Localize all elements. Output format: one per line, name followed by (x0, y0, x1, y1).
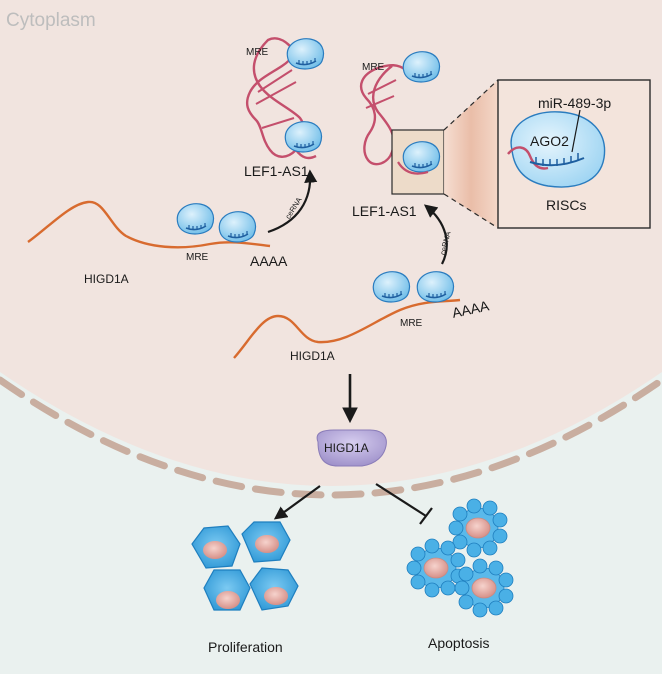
polya-tail: AAAA (451, 297, 492, 321)
risc-complex (402, 50, 441, 83)
lncrna-segment (507, 146, 549, 170)
proliferation-label: Proliferation (208, 639, 283, 655)
protein-label: HIGD1A (324, 441, 369, 455)
mrna-left (27, 200, 271, 249)
proliferating-cells (191, 521, 299, 611)
risc-complex (402, 140, 441, 173)
mirna-label: miR-489-3p (538, 95, 611, 111)
apoptotic-cells (406, 498, 514, 618)
cytoplasm-region (0, 0, 662, 486)
cytoplasm-label: Cytoplasm (6, 10, 96, 31)
mre-label: MRE (246, 47, 269, 58)
apoptosis-label: Apoptosis (428, 635, 489, 651)
promotes-arrow (273, 485, 321, 520)
cell-membrane (0, 376, 662, 499)
ago2-protein (510, 111, 606, 188)
mre-label: MRE (186, 252, 209, 263)
lncrna-label: LEF1-AS1 (352, 203, 417, 219)
risc-complex (176, 202, 215, 235)
polya-tail: AAAA (250, 253, 288, 269)
mrna-label: HIGD1A (290, 349, 335, 363)
lncrna-label: LEF1-AS1 (244, 163, 309, 179)
zoom-projection (444, 80, 498, 228)
risc-complex (416, 270, 455, 303)
mre-label: MRE (362, 62, 385, 73)
mrna-right (233, 298, 461, 359)
risc-complex (286, 37, 325, 70)
mrna-label: HIGD1A (84, 272, 129, 286)
higd1a-protein: HIGD1A (316, 429, 387, 467)
risc-complex (218, 210, 257, 243)
risc-label: RISCs (546, 197, 586, 213)
cerna-arrow (267, 169, 318, 234)
ago2-label: AGO2 (530, 133, 569, 149)
risc-complex (284, 120, 323, 153)
inhibits-arrow (375, 483, 433, 525)
mre-label: MRE (400, 318, 423, 329)
risc-complex (372, 270, 411, 303)
cerna-arrow (423, 204, 448, 265)
